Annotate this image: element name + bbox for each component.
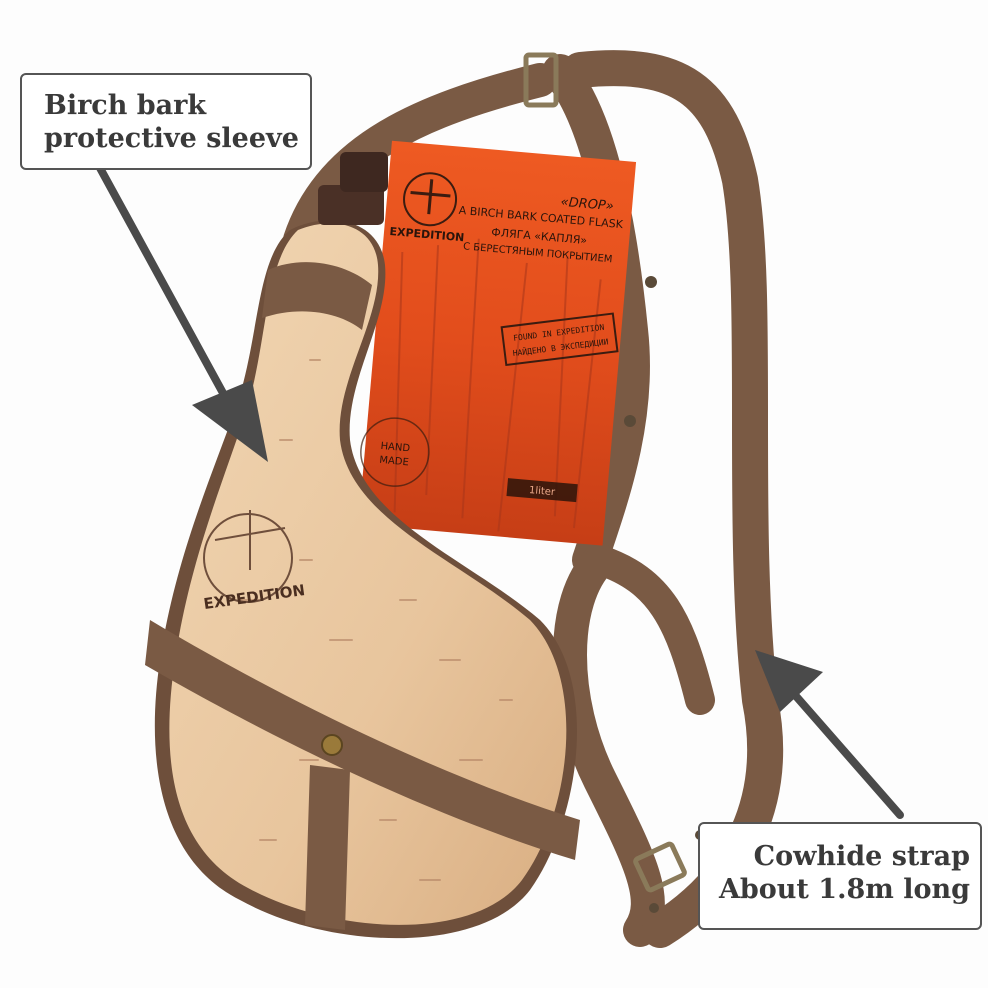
card-title-quoted: «DROP» — [560, 195, 614, 215]
callout-birch-bark-sleeve: Birch bark protective sleeve — [20, 73, 312, 170]
birch-lenticels — [219, 359, 513, 881]
card-volume: 1liter — [529, 485, 557, 498]
callout-strap-line2: About 1.8m long — [718, 874, 970, 905]
flask-brand-stamp — [203, 510, 293, 603]
strap-arrow — [755, 650, 904, 819]
strap-buckle — [523, 52, 687, 893]
callout-sleeve-line2: protective sleeve — [44, 123, 299, 154]
callout-sleeve-line1: Birch bark — [44, 90, 207, 121]
product-card: EXPEDITION «DROP» A BIRCH BARK COATED FL… — [358, 140, 637, 546]
flask-belt — [145, 620, 580, 930]
birch-bark-flask: EXPEDITION — [145, 152, 580, 939]
flask-body — [169, 223, 567, 925]
flask-cap — [318, 152, 388, 225]
svg-text:MADE: MADE — [379, 455, 409, 469]
callout-cowhide-strap: Cowhide strap About 1.8m long — [698, 822, 982, 930]
svg-text:HAND: HAND — [380, 441, 411, 455]
sleeve-arrow — [96, 164, 268, 462]
callout-strap-line1: Cowhide strap — [753, 841, 970, 872]
flask-neck-strap — [262, 262, 372, 330]
card-handmade-seal — [360, 417, 430, 487]
card-birch-texture — [393, 238, 602, 532]
card-logo-icon — [403, 172, 458, 227]
